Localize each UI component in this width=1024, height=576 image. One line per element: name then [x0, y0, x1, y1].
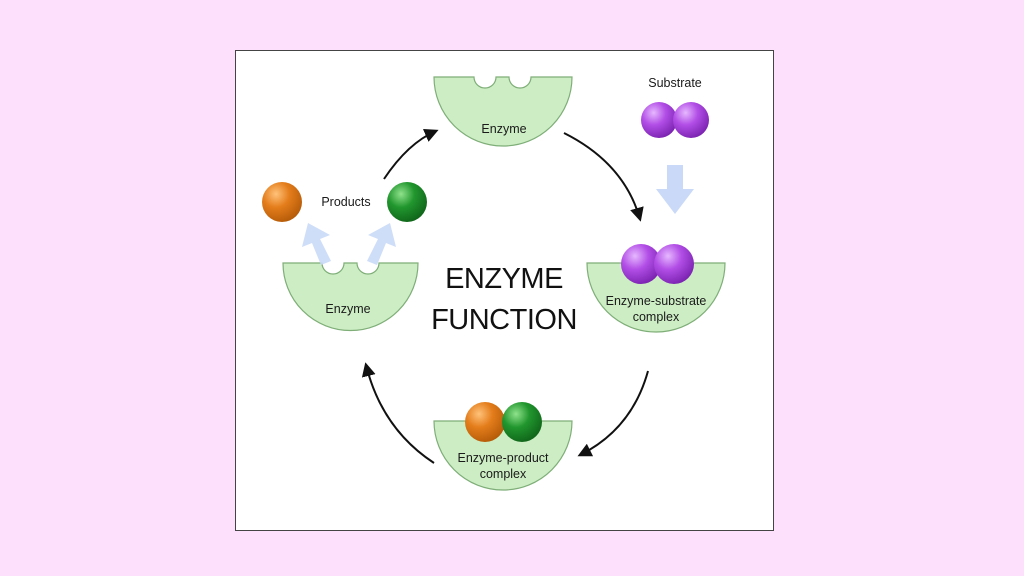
bound-substrate-left: [621, 244, 661, 284]
product-orange: [262, 182, 302, 222]
enzyme-left-label: Enzyme: [325, 302, 370, 316]
product-release-arrow-left: [302, 223, 331, 265]
cycle-arrow-top-left: [383, 128, 439, 180]
cycle-arrow-top-right: [563, 132, 644, 222]
enzyme-left: Enzyme: [282, 262, 419, 332]
diagram-frame: Enzyme Substrate Enzyme-substrate comple…: [235, 50, 774, 531]
bound-product-orange: [465, 402, 505, 442]
enzyme-product-complex: Enzyme-product complex: [433, 402, 573, 491]
product-release-arrow-right: [367, 223, 396, 265]
substrate-molecule-right: [673, 102, 709, 138]
product-green: [387, 182, 427, 222]
enzyme-substrate-label-line2: complex: [633, 310, 680, 324]
diagram-title-line2: FUNCTION: [431, 304, 577, 336]
substrate-label: Substrate: [648, 76, 702, 90]
substrate-binding-arrow: [656, 165, 694, 214]
enzyme-substrate-label-line1: Enzyme-substrate: [606, 294, 707, 308]
enzyme-product-label-line1: Enzyme-product: [457, 451, 549, 465]
cycle-arrow-bottom-right: [577, 370, 649, 457]
cycle-arrow-bottom-left: [361, 362, 435, 464]
enzyme-product-label-line2: complex: [480, 467, 527, 481]
enzyme-function-diagram: Enzyme Substrate Enzyme-substrate comple…: [262, 76, 726, 491]
enzyme-top-label: Enzyme: [481, 122, 526, 136]
bound-substrate-right: [654, 244, 694, 284]
enzyme-top: Enzyme: [433, 76, 573, 147]
diagram-title-line1: ENZYME: [445, 263, 563, 295]
bound-product-green: [502, 402, 542, 442]
substrate-molecule-left: [641, 102, 677, 138]
products-label: Products: [321, 195, 370, 209]
enzyme-substrate-complex: Enzyme-substrate complex: [586, 244, 726, 333]
